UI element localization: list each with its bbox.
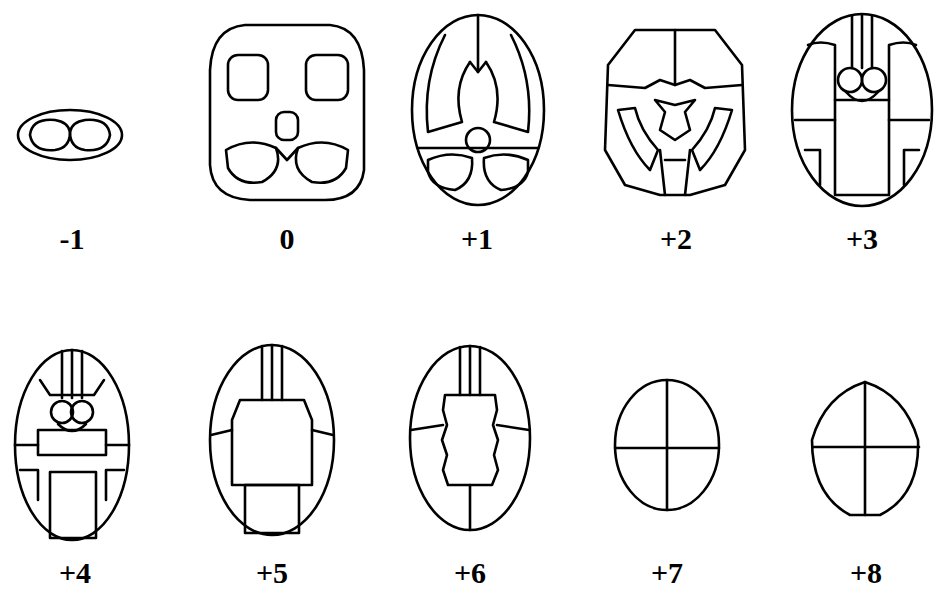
slice-number: +8 xyxy=(850,556,882,590)
slice-drawing xyxy=(605,30,745,195)
slice-drawing xyxy=(615,380,719,510)
slice-drawing xyxy=(792,14,932,206)
slice-number: -1 xyxy=(60,222,85,256)
slice-drawing xyxy=(412,15,544,205)
slice-drawing xyxy=(812,382,919,515)
slice-drawing xyxy=(15,350,129,540)
slice-number: +2 xyxy=(660,222,692,256)
slice-number: +7 xyxy=(651,556,683,590)
slice-number: +6 xyxy=(454,556,486,590)
slice-number: +4 xyxy=(59,556,91,590)
slice-number: +3 xyxy=(846,222,878,256)
slice-drawing xyxy=(410,346,530,530)
slice-number: 0 xyxy=(280,222,295,256)
slice-drawing xyxy=(18,110,122,160)
slice-number: +1 xyxy=(461,222,493,256)
slice-drawing xyxy=(210,25,364,200)
slice-number: +5 xyxy=(256,556,288,590)
slice-drawing xyxy=(210,345,334,535)
